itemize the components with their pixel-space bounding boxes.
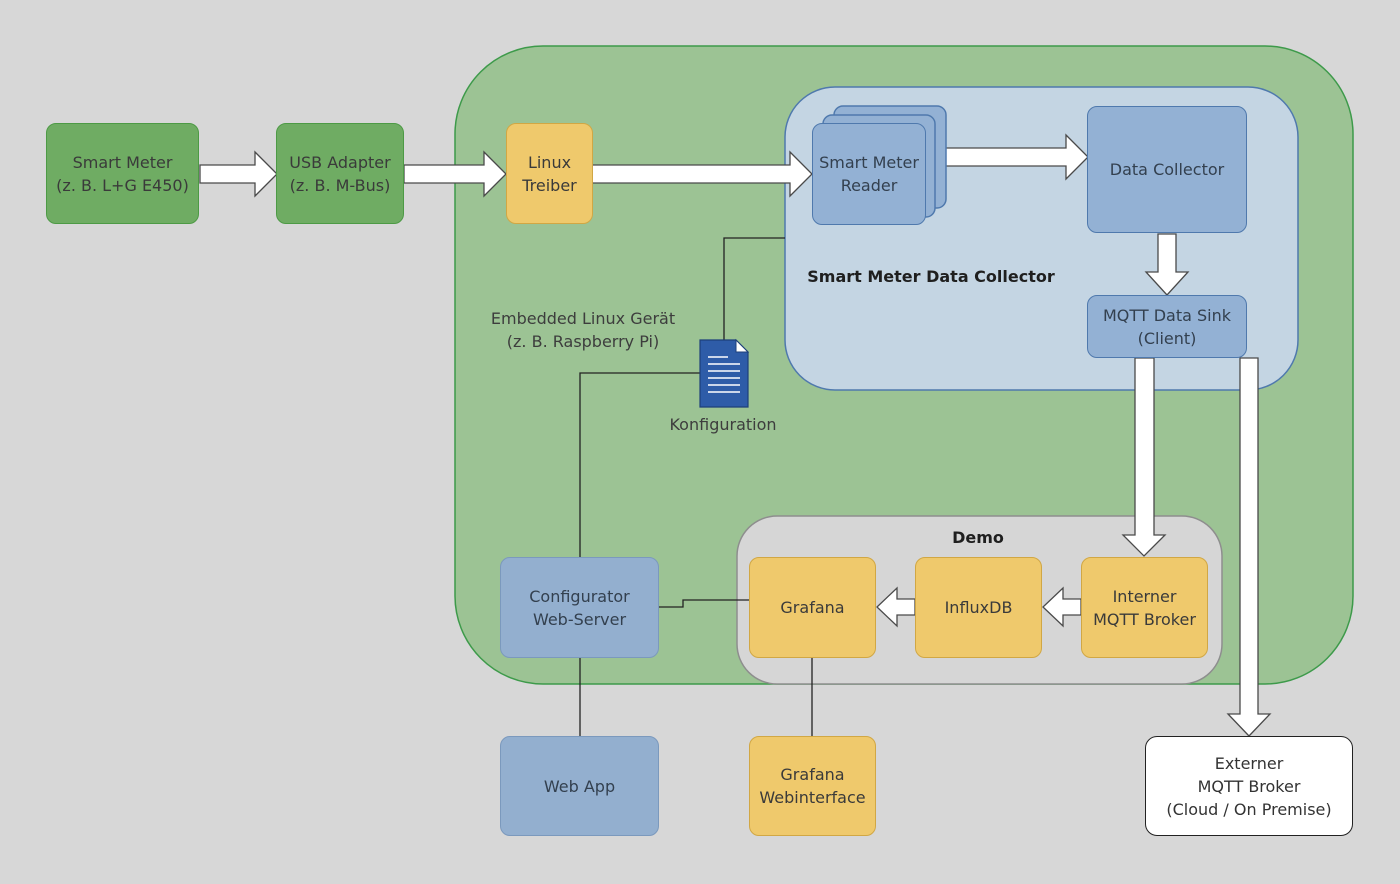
reader-subtitle: Reader <box>840 176 898 195</box>
device-label-line-1: Embedded Linux Gerät <box>490 309 676 328</box>
connector-lines <box>579 237 813 736</box>
grafana-web-subtitle: Webinterface <box>759 788 866 807</box>
device-label: Embedded Linux Gerät (z. B. Raspberry Pi… <box>468 307 698 353</box>
reader-title: Smart Meter <box>819 153 919 172</box>
arrow-internal-influx <box>1042 586 1082 628</box>
linux-driver-title: Linux <box>527 152 572 172</box>
external-broker-note: (Cloud / On Premise) <box>1166 799 1332 819</box>
arrow-sink-internal <box>1121 357 1167 557</box>
smart-meter-title: Smart Meter <box>72 152 173 172</box>
configurator-node: Configurator Web-Server <box>500 557 659 658</box>
web-app-title: Web App <box>543 776 616 796</box>
mqtt-data-sink-node: MQTT Data Sink (Client) <box>1087 295 1247 358</box>
grafana-node: Grafana <box>749 557 876 658</box>
device-label-line-2: (z. B. Raspberry Pi) <box>506 332 660 351</box>
arrow-collector-sink <box>1144 233 1190 296</box>
data-collector-node: Data Collector <box>1087 106 1247 233</box>
external-broker-title: Externer <box>1214 753 1284 773</box>
flow-arrows <box>199 133 1272 737</box>
config-file-label: Konfiguration <box>669 415 777 434</box>
internal-broker-node: Interner MQTT Broker <box>1081 557 1208 658</box>
arrow-reader-collector <box>944 133 1089 181</box>
connector-server-grafana <box>659 599 749 608</box>
internal-broker-subtitle: MQTT Broker <box>1093 609 1196 629</box>
demo-label: Demo <box>952 528 1004 547</box>
arrow-usb-driver <box>403 150 507 198</box>
collector-label: Smart Meter Data Collector <box>807 267 1055 286</box>
linux-driver-subtitle: Treiber <box>522 175 577 195</box>
usb-adapter-node: USB Adapter (z. B. M-Bus) <box>276 123 404 224</box>
configurator-subtitle: Web-Server <box>532 609 627 629</box>
connector-collector-config <box>723 237 785 342</box>
external-broker-node: Externer MQTT Broker (Cloud / On Premise… <box>1145 736 1353 836</box>
external-broker-subtitle: MQTT Broker <box>1197 776 1301 796</box>
linux-driver-node: Linux Treiber <box>506 123 593 224</box>
grafana-title: Grafana <box>780 598 845 617</box>
web-app-node: Web App <box>500 736 659 836</box>
mqtt-sink-title: MQTT Data Sink <box>1102 305 1232 325</box>
arrow-sink-external <box>1226 357 1272 737</box>
grafana-webinterface-node: Grafana Webinterface <box>749 736 876 836</box>
usb-adapter-title: USB Adapter <box>289 152 391 172</box>
arrow-driver-reader <box>591 150 813 198</box>
internal-broker-title: Interner <box>1112 586 1177 606</box>
influxdb-node: InfluxDB <box>915 557 1042 658</box>
smart-meter-reader-node: Smart Meter Reader <box>812 123 926 225</box>
mqtt-sink-subtitle: (Client) <box>1137 328 1197 348</box>
smart-meter-node: Smart Meter (z. B. L+G E450) <box>46 123 199 224</box>
data-collector-title: Data Collector <box>1109 160 1225 179</box>
configurator-title: Configurator <box>529 586 630 606</box>
document-icon <box>699 338 750 408</box>
arrow-meter-usb <box>199 150 278 198</box>
arrow-influx-grafana <box>876 586 916 628</box>
usb-adapter-subtitle: (z. B. M-Bus) <box>289 175 391 195</box>
smart-meter-subtitle: (z. B. L+G E450) <box>56 175 189 195</box>
grafana-web-title: Grafana <box>780 765 845 784</box>
influxdb-title: InfluxDB <box>944 598 1013 617</box>
connector-config-server <box>579 372 700 558</box>
